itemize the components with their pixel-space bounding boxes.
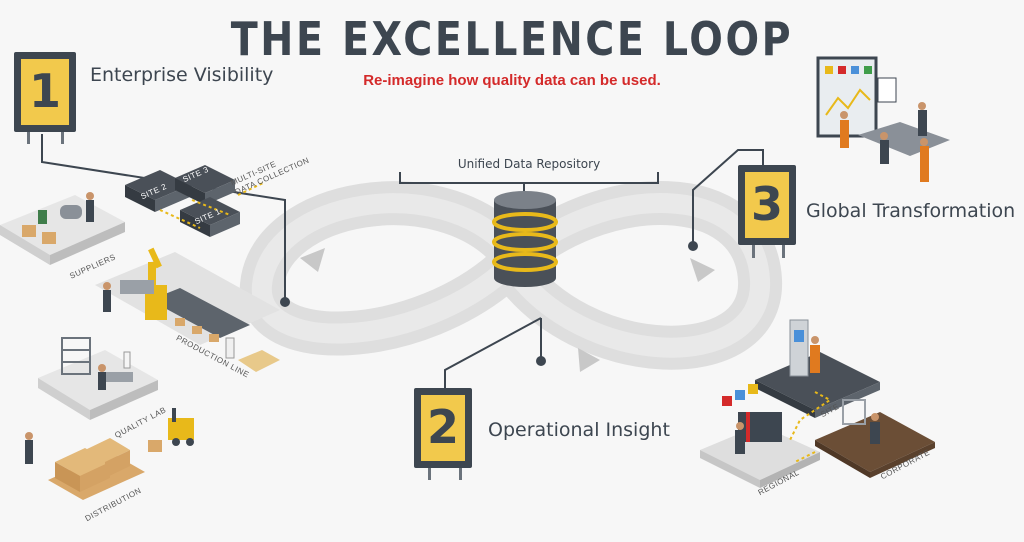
suppliers-illustration (0, 192, 125, 265)
stage-2-label: Operational Insight (488, 419, 670, 441)
stage-3-label: Global Transformation (806, 200, 1016, 222)
stage-2-sign (414, 388, 472, 480)
quality-lab-illustration (38, 337, 158, 420)
page-title: THE EXCELLENCE LOOP (230, 12, 794, 66)
repository-label: Unified Data Repository (457, 157, 601, 171)
connector-dot-1 (280, 297, 290, 307)
stage-1-label: Enterprise Visibility (90, 64, 274, 86)
repository-bracket (399, 172, 659, 184)
multi-site-illustration (125, 165, 266, 237)
distribution-illustration (25, 408, 194, 500)
stage-1-number: 1 (28, 64, 61, 118)
meeting-room-illustration (816, 56, 950, 182)
loop-arrow-left (300, 248, 325, 272)
stage-1-sign (14, 52, 76, 144)
loop-arrow-bottom (578, 348, 600, 372)
connector-dot-3 (688, 241, 698, 251)
site-level-illustration (755, 319, 880, 418)
stage-3-number: 3 (750, 177, 783, 231)
connector-dot-2 (536, 356, 546, 366)
stage-3-sign (738, 165, 796, 258)
production-line-illustration (95, 247, 280, 372)
corporate-level-illustration (815, 399, 935, 478)
stage-2-number: 2 (426, 400, 459, 454)
database-icon (492, 191, 558, 287)
network-dashes (789, 391, 832, 463)
loop-arrow-right (690, 258, 715, 282)
page-subtitle: Re-imagine how quality data can be used. (363, 72, 661, 89)
